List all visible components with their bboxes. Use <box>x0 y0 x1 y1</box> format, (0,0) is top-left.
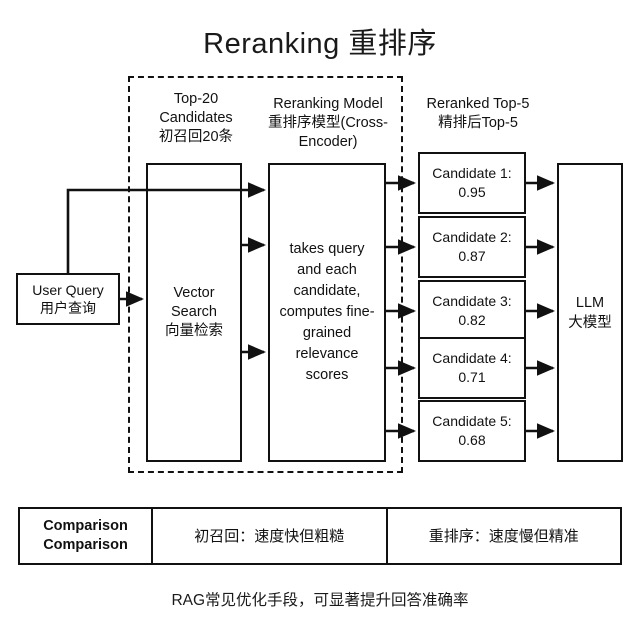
candidate-label: Candidate 3: <box>432 293 512 309</box>
node-label-line-2: 用户查询 <box>39 300 96 316</box>
candidate-score: 0.68 <box>458 432 486 448</box>
candidate-score: 0.95 <box>458 184 486 200</box>
retrieval-rerank-group <box>128 76 403 473</box>
header-line-2: 精排后Top-5 <box>438 115 518 131</box>
column-header-reranking-model: Reranking Model 重排序模型(Cross- Encoder) <box>258 95 398 152</box>
node-reranking-model[interactable]: takes query and each candidate, computes… <box>268 163 386 462</box>
header-line-1: Top-20 <box>173 91 219 107</box>
node-candidate-3[interactable]: Candidate 3: 0.82 <box>418 280 526 342</box>
page-title: Reranking 重排序 <box>203 28 437 60</box>
column-header-top20-candidates: Top-20 Candidates 初召回20条 <box>136 90 256 147</box>
candidate-label: Candidate 1: <box>432 165 512 181</box>
header-line-3: Encoder) <box>298 134 358 150</box>
comparison-label-line-1: Comparison <box>43 518 128 534</box>
header-line-3: 初召回20条 <box>158 129 234 145</box>
header-line-1: Reranked Top-5 <box>426 96 530 112</box>
node-llm[interactable]: LLM 大模型 <box>557 163 623 462</box>
node-label-line-1: User Query <box>32 282 104 298</box>
node-candidate-1[interactable]: Candidate 1: 0.95 <box>418 152 526 214</box>
node-label-line-2: Search <box>171 304 217 320</box>
node-user-query[interactable]: User Query 用户查询 <box>16 273 120 325</box>
node-label-line-1: LLM <box>575 294 605 311</box>
node-label-line-1: Vector <box>173 285 215 301</box>
candidate-score: 0.71 <box>458 369 486 385</box>
candidate-score: 0.87 <box>458 248 486 264</box>
candidate-score: 0.82 <box>458 312 486 328</box>
node-candidate-4[interactable]: Candidate 4: 0.71 <box>418 337 526 399</box>
candidate-label: Candidate 4: <box>432 350 512 366</box>
comparison-label-line-2: Comparison <box>43 537 128 553</box>
node-label-line-2: 大模型 <box>568 314 612 331</box>
header-line-2: 重排序模型(Cross- <box>267 115 389 131</box>
comparison-cell-reranking: 重排序：速度慢但精准 <box>428 527 579 545</box>
node-vector-search[interactable]: Vector Search 向量检索 <box>146 163 242 462</box>
comparison-table: Comparison Comparison 初召回：速度快但粗糙 重排序：速度慢… <box>18 507 622 565</box>
comparison-cell-initial-recall: 初召回：速度快但粗糙 <box>153 509 388 563</box>
column-header-reranked-top5: Reranked Top-5 精排后Top-5 <box>408 95 548 133</box>
footer-caption: RAG常见优化手段，可显著提升回答准确率 <box>171 592 469 609</box>
node-candidate-5[interactable]: Candidate 5: 0.68 <box>418 400 526 462</box>
header-line-2: Candidates <box>159 110 233 126</box>
node-description: takes query and each candidate, computes… <box>279 241 375 383</box>
candidate-label: Candidate 2: <box>432 229 512 245</box>
header-line-1: Reranking Model <box>273 96 383 112</box>
comparison-row-label: Comparison Comparison <box>20 509 153 563</box>
node-label-line-3: 向量检索 <box>165 323 223 339</box>
candidate-label: Candidate 5: <box>432 413 512 429</box>
node-candidate-2[interactable]: Candidate 2: 0.87 <box>418 216 526 278</box>
